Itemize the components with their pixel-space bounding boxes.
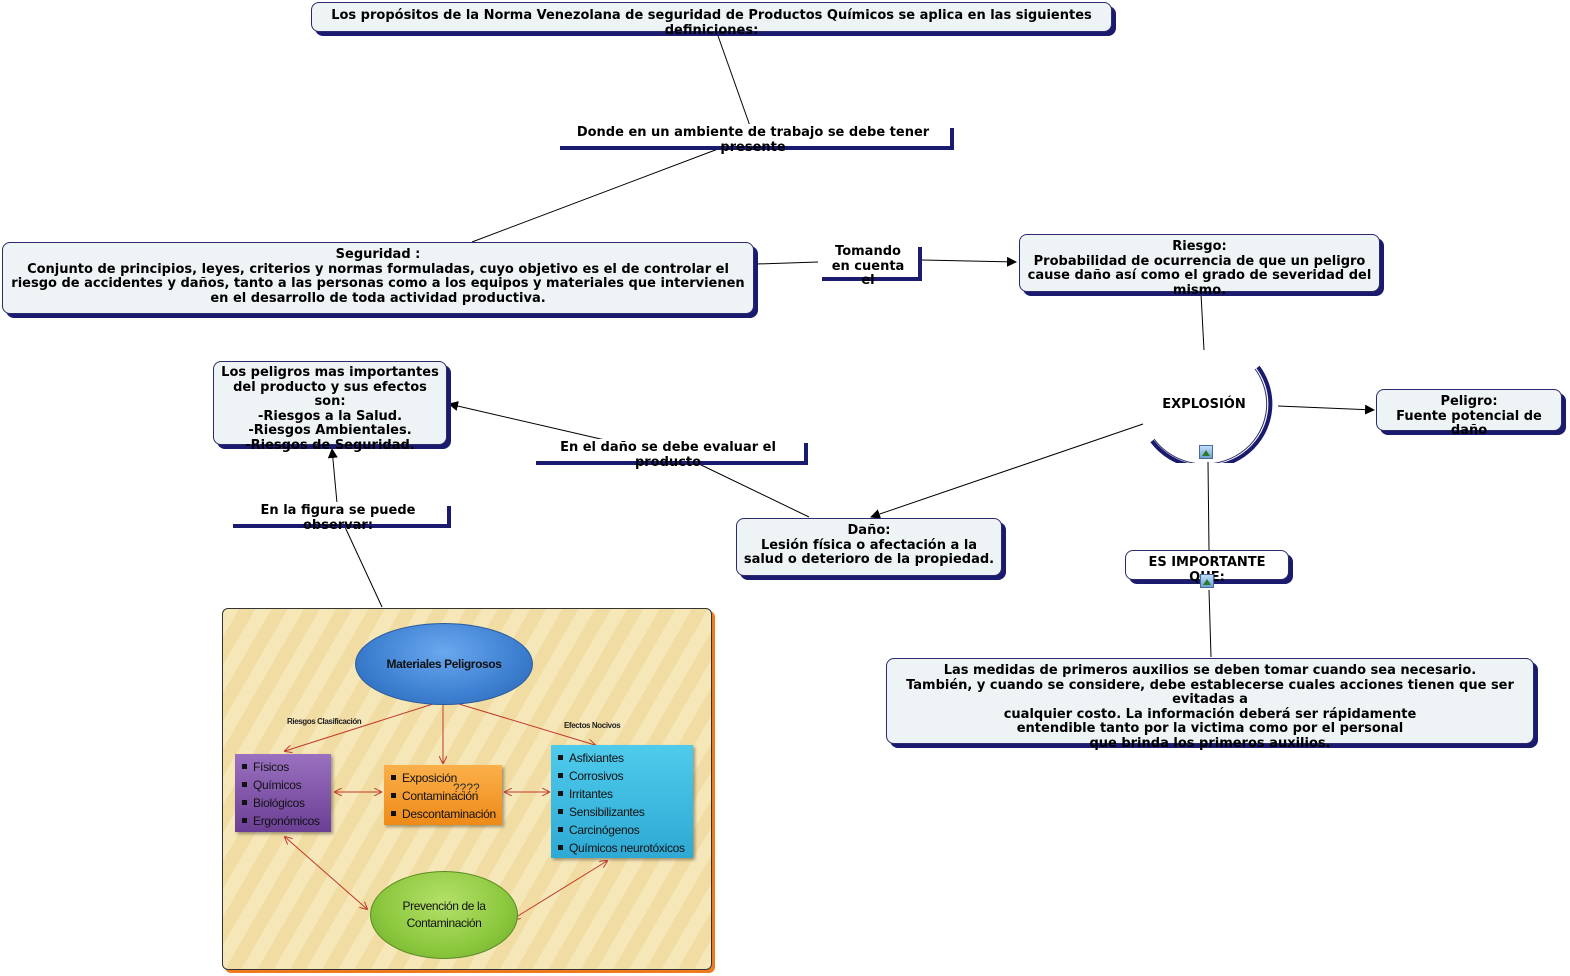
line-riesgo-explosion [1200,293,1205,351]
line-figure-enfigura [344,526,383,608]
efectos-item: Asfixiantes [558,749,687,767]
en-dano-text: En el daño se debe evaluar el producto [560,440,776,470]
exposicion-item: Contaminación [391,787,496,805]
peligros-node[interactable]: Los peligros mas importantes del product… [213,361,447,452]
efectos-box: Asfixiantes Corrosivos Irritantes Sensib… [551,745,693,858]
figure-arrows [223,703,712,970]
title-text: Los propósitos de la Norma Venezolana de… [331,8,1092,38]
tomando-node[interactable]: Tomando en cuenta el [818,243,918,288]
riesgos-clasificacion-label: Riesgos Clasificación [287,717,362,726]
riesgos-item: Ergonómicos [242,812,325,830]
medidas-line: Las medidas de primeros auxilios se debe… [943,663,1477,678]
riesgo-node[interactable]: Riesgo: Probabilidad de ocurrencia de qu… [1019,234,1380,297]
efectos-item: Químicos neurotóxicos [558,839,687,857]
medidas-node[interactable]: Las medidas de primeros auxilios se debe… [886,658,1534,750]
exposicion-item: Exposición [391,769,496,787]
dano-body: Lesión física o afectación a la salud o … [743,537,995,567]
seguridad-node[interactable]: Seguridad : Conjunto de principios, leye… [2,242,754,314]
riesgos-box: Físicos Químicos Biológicos Ergonómicos [235,754,331,832]
tomando-text: Tomando en cuenta el [831,244,905,288]
donde-node[interactable]: Donde en un ambiente de trabajo se debe … [556,124,950,154]
riesgos-item: Químicos [242,776,325,794]
riesgos-item: Biológicos [242,794,325,812]
line-importante-medidas [1208,589,1212,658]
en-figura-text: En la figura se puede observar: [260,503,416,533]
arrow-enfigura-peligros [327,448,338,504]
overlay-mark: ???? [453,781,480,795]
explosion-shape [1150,365,1273,463]
line-explosion-importante [1207,461,1210,551]
line-seguridad-tomando [756,261,819,265]
image-icon-explosion[interactable] [1199,445,1213,459]
en-dano-node[interactable]: En el daño se debe evaluar el producto [532,439,804,469]
explosion-label[interactable]: EXPLOSIÓN [1162,397,1246,412]
line-donde-seguridad [471,148,719,243]
en-figura-node[interactable]: En la figura se puede observar: [229,502,447,532]
medidas-line: entendible tanto por la victima como por… [1016,721,1404,736]
peligro-node[interactable]: Peligro: Fuente potencial de daño [1376,389,1562,438]
peligros-line: -Riesgos de Seguridad. [245,437,415,453]
dano-title: Daño: [847,523,891,538]
prevencion-label: Prevención de la Contaminación [402,899,486,930]
exposicion-item: Descontaminación [391,807,496,821]
riesgo-body: Probabilidad de ocurrencia de que un pel… [1027,253,1372,298]
medidas-line: que brinda los primeros auxilios. [1089,735,1331,751]
arrow-explosion-dano [870,423,1144,519]
arrow-tomando-riesgo [921,256,1017,267]
peligro-title: Peligro: [1440,394,1498,409]
peligros-line: del producto y sus efectos son: [233,379,427,409]
prevencion-ellipse: Prevención de la Contaminación [370,871,518,959]
arrow-endano-peligros [448,401,606,441]
dano-node[interactable]: Daño: Lesión física o afectación a la sa… [736,518,1002,576]
seguridad-title: Seguridad : [335,247,421,262]
efectos-item: Corrosivos [558,767,687,785]
image-icon-importante[interactable] [1200,574,1214,588]
title-node[interactable]: Los propósitos de la Norma Venezolana de… [311,2,1112,37]
donde-text: Donde en un ambiente de trabajo se debe … [576,125,930,155]
materiales-ellipse: Materiales Peligrosos [355,623,533,705]
importante-node[interactable]: ES IMPORTANTE QUE: [1125,550,1289,584]
peligros-line: Los peligros mas importantes [221,365,439,380]
riesgo-title: Riesgo: [1172,239,1227,254]
medidas-line: cualquier costo. La información deberá s… [1003,706,1417,722]
efectos-nocivos-label: Efectos Nocivos [564,721,621,730]
peligros-line: -Riesgos Ambientales. [248,423,412,438]
medidas-line: También, y cuando se considere, debe est… [906,677,1514,707]
efectos-item: Sensibilizantes [558,803,687,821]
efectos-item: Carcinógenos [558,821,687,839]
peligro-body: Fuente potencial de daño [1396,408,1542,438]
materiales-label: Materiales Peligrosos [386,657,502,671]
efectos-item: Irritantes [558,785,687,803]
riesgos-item: Físicos [242,758,325,776]
hazardous-materials-figure: Materiales Peligrosos Riesgos Clasificac… [222,608,712,970]
line-title-donde [716,32,751,127]
exposicion-box: Exposición Contaminación Descontaminació… [384,765,502,825]
line-dano-endano [696,462,810,518]
seguridad-body: Conjunto de principios, leyes, criterios… [11,261,745,306]
arrow-explosion-peligro [1277,404,1375,415]
importante-text: ES IMPORTANTE QUE: [1148,555,1266,584]
peligros-line: -Riesgos a la Salud. [257,408,403,424]
